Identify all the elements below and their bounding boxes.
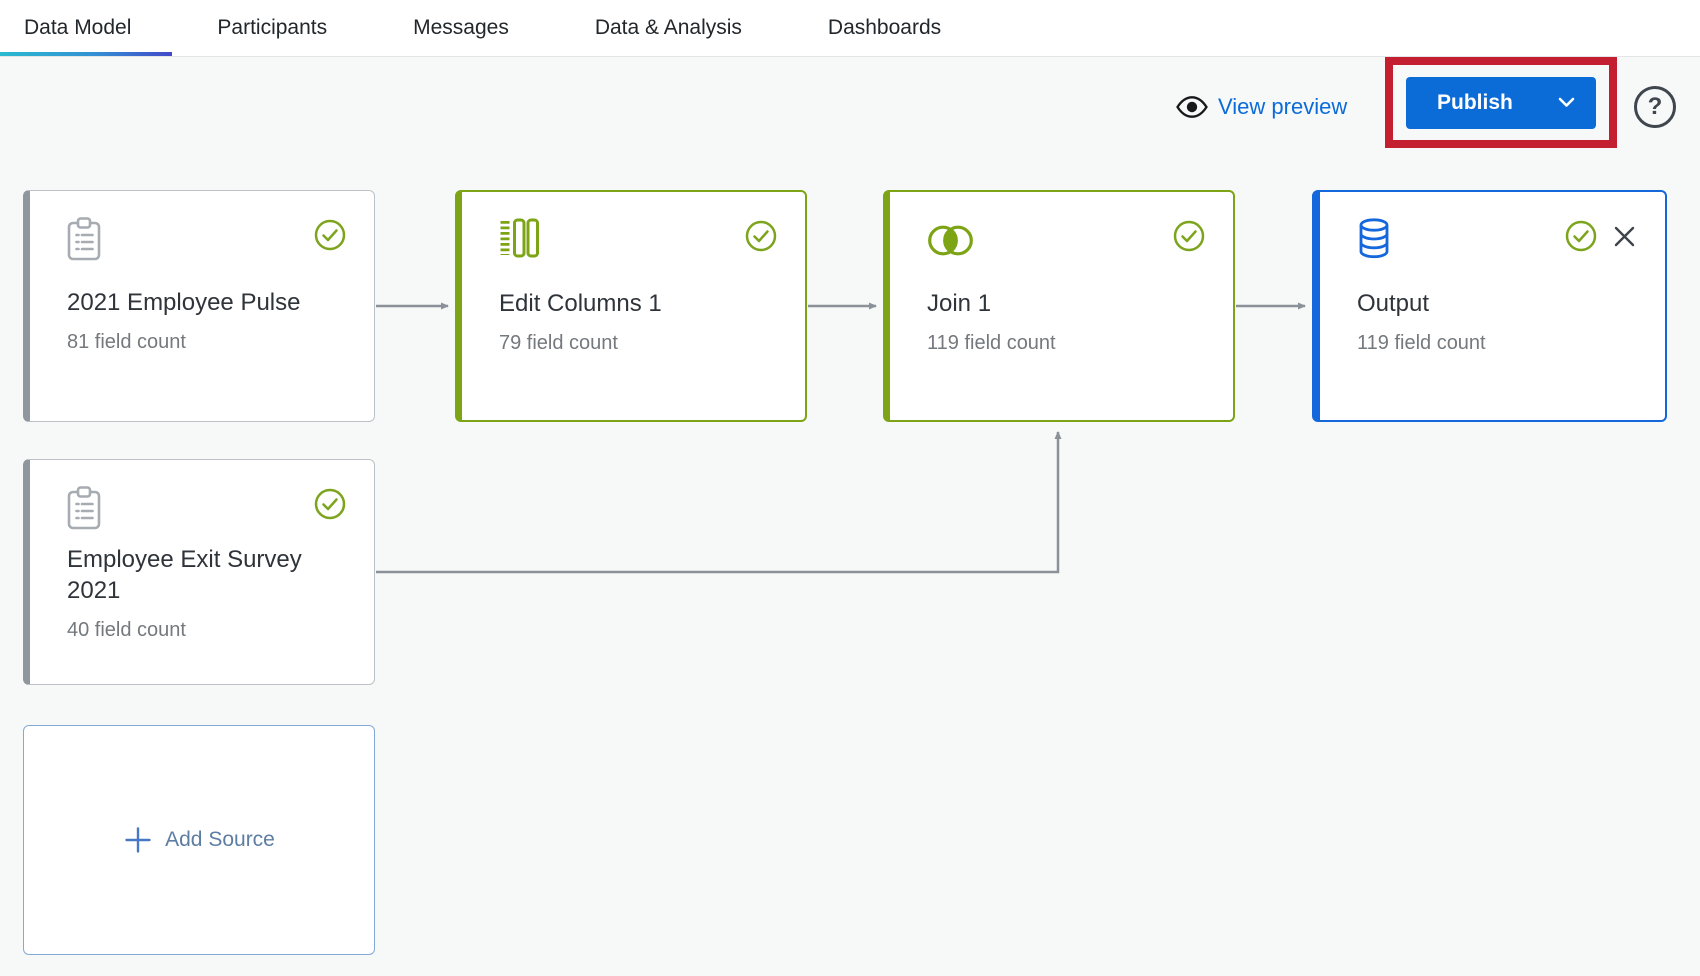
view-preview-label: View preview — [1218, 94, 1348, 119]
survey-clipboard-icon — [67, 486, 101, 530]
status-complete-icon — [314, 219, 346, 251]
node-join-1[interactable]: Join 1 119 field count — [883, 190, 1235, 422]
publish-highlight-box: Publish — [1385, 57, 1617, 148]
close-x-icon — [1614, 226, 1635, 246]
plus-icon — [125, 827, 151, 853]
status-complete-icon — [314, 488, 346, 520]
add-source-button[interactable]: Add Source — [23, 725, 375, 955]
node-edit-columns-1[interactable]: Edit Columns 1 79 field count — [455, 190, 807, 422]
nav-tabs: Data Model Participants Messages Data & … — [0, 0, 1700, 56]
tab-label: Participants — [217, 16, 328, 39]
status-complete-icon — [1173, 220, 1205, 252]
edit-columns-icon — [500, 218, 539, 258]
publish-button[interactable]: Publish — [1406, 76, 1596, 129]
view-preview-button[interactable]: View preview — [1176, 84, 1347, 130]
status-complete-icon — [1565, 220, 1597, 252]
tab-label: Data & Analysis — [594, 16, 742, 39]
tab-data-model[interactable]: Data Model — [0, 0, 173, 56]
tab-label: Dashboards — [827, 16, 942, 39]
node-output[interactable]: Output 119 field count — [1312, 190, 1667, 422]
join-venn-icon — [928, 225, 973, 256]
node-title: Output — [1357, 290, 1430, 317]
node-title: Join 1 — [927, 290, 992, 317]
node-field-count: 119 field count — [927, 332, 1056, 354]
node-title: 2021 Employee Pulse — [67, 289, 301, 316]
survey-clipboard-icon — [67, 217, 101, 261]
tab-label: Data Model — [24, 16, 132, 39]
eye-icon — [1176, 96, 1208, 118]
node-field-count: 79 field count — [499, 332, 618, 354]
question-mark-icon: ? — [1647, 93, 1663, 120]
connector-exit-to-join — [376, 431, 1062, 574]
chevron-down-icon — [1558, 97, 1575, 107]
tab-dashboards[interactable]: Dashboards — [828, 0, 941, 56]
tab-messages[interactable]: Messages — [413, 0, 509, 56]
node-field-count: 40 field count — [67, 619, 186, 641]
node-field-count: 81 field count — [67, 331, 186, 353]
add-source-label: Add Source — [165, 828, 275, 851]
node-title: Edit Columns 1 — [499, 290, 662, 317]
remove-node-button[interactable] — [1612, 224, 1637, 249]
node-employee-exit-survey-2021[interactable]: Employee Exit Survey 2021 40 field count — [23, 459, 375, 685]
tab-data-analysis[interactable]: Data & Analysis — [595, 0, 742, 56]
node-title: Employee Exit Survey 2021 — [67, 546, 302, 604]
top-nav: Data Model Participants Messages Data & … — [0, 0, 1700, 57]
node-field-count: 119 field count — [1357, 332, 1486, 354]
database-icon — [1359, 218, 1389, 259]
tab-participants[interactable]: Participants — [217, 0, 327, 56]
tab-label: Messages — [413, 16, 509, 39]
help-button[interactable]: ? — [1634, 86, 1676, 128]
node-2021-employee-pulse[interactable]: 2021 Employee Pulse 81 field count — [23, 190, 375, 422]
publish-label: Publish — [1437, 90, 1513, 114]
status-complete-icon — [745, 220, 777, 252]
